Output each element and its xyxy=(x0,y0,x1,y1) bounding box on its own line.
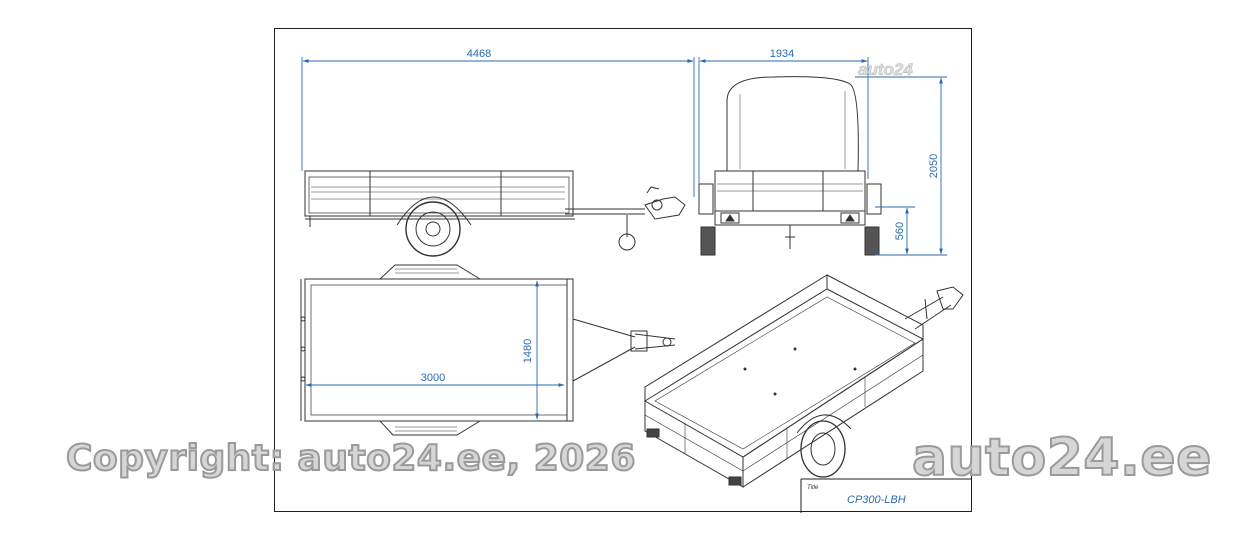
drawing-frame: 4468 1934 2050 560 3000 1480 Title CP300… xyxy=(274,28,972,513)
dimension-lines xyxy=(301,57,947,420)
copyright-watermark: Copyright: auto24.ee, 2026 xyxy=(65,437,636,480)
dim-deck-width: 1480 xyxy=(522,339,534,363)
rear-view xyxy=(698,76,882,256)
brand-watermark: auto24.ee xyxy=(911,427,1212,489)
technical-drawing: 4468 1934 2050 560 3000 1480 Title CP300… xyxy=(300,48,972,513)
top-view xyxy=(300,264,676,436)
isometric-view xyxy=(644,274,964,488)
dim-overall-width: 1934 xyxy=(770,48,794,60)
title-model: CP300-LBH xyxy=(847,494,906,506)
dim-overall-length: 4468 xyxy=(467,48,491,60)
small-brand-watermark: auto24 xyxy=(858,60,913,80)
dim-deck-height: 560 xyxy=(894,222,906,240)
side-view xyxy=(304,170,686,257)
title-label: Title xyxy=(807,485,819,491)
dim-overall-height: 2050 xyxy=(928,154,940,178)
dim-deck-length: 3000 xyxy=(421,372,445,384)
title-block: Title CP300-LBH xyxy=(800,478,972,513)
